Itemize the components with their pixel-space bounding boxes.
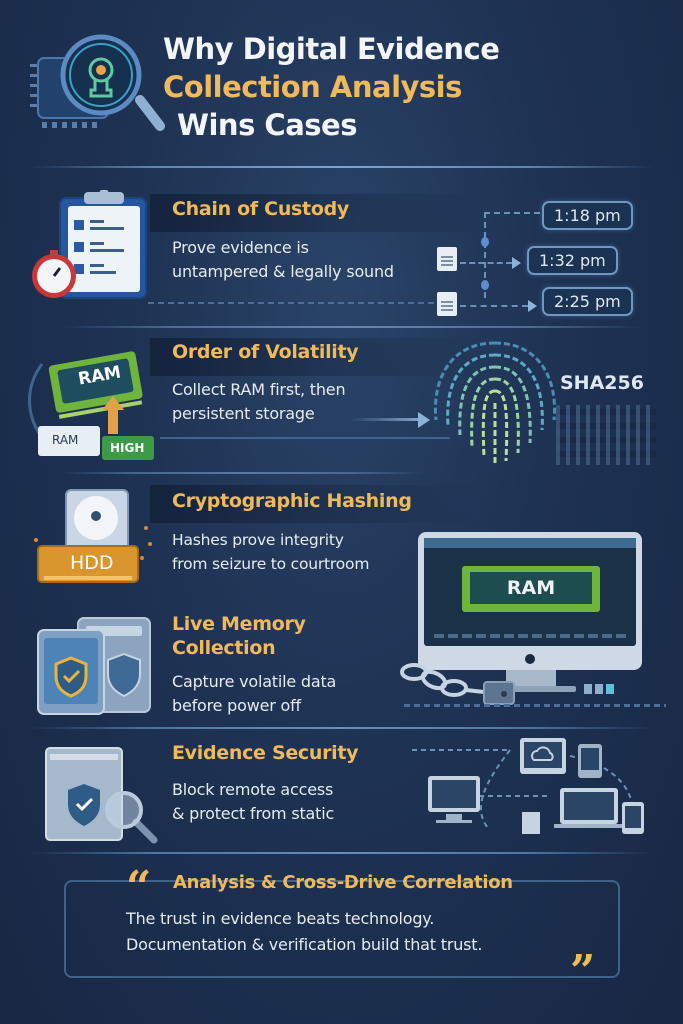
section-title: Chain of Custody <box>172 198 349 220</box>
hdd-label: HDD <box>70 552 114 574</box>
section-title: Live Memory Collection <box>172 613 306 659</box>
clipboard-stopwatch-icon <box>28 189 158 302</box>
divider-line <box>160 437 450 439</box>
monitor-icon: RAM <box>418 532 642 670</box>
section-description: Prove evidence is untampered & legally s… <box>172 238 394 281</box>
evidence-bag-magnifier-icon <box>40 744 166 844</box>
section-description: Hashes prove integrity from seizure to c… <box>172 531 370 573</box>
timeline-dot <box>481 280 489 290</box>
divider <box>30 727 653 729</box>
timestamp-3: 2:25 pm <box>542 287 633 316</box>
divider <box>60 472 423 474</box>
chain-lock-icon <box>400 658 520 708</box>
shield-devices-icon <box>34 616 154 716</box>
monitor-stand <box>506 670 556 688</box>
divider <box>30 852 653 854</box>
section-title: Order of Volatility <box>172 341 359 363</box>
divider <box>60 326 643 328</box>
document-icon <box>437 292 457 316</box>
section-description: Collect RAM first, then persistent stora… <box>172 380 346 423</box>
quote-title: Analysis & Cross-Drive Correlation <box>173 872 513 893</box>
close-quote-icon: ” <box>570 946 596 997</box>
network-devices-icon <box>410 736 660 836</box>
timeline-baseline <box>148 302 434 304</box>
arrow-icon <box>528 300 537 312</box>
quote-text: The trust in evidence beats technology. … <box>126 909 483 954</box>
title-band <box>150 338 480 376</box>
section-title: Evidence Security <box>172 742 359 764</box>
monitor-ram-label: RAM <box>506 577 556 599</box>
divider <box>30 166 653 168</box>
title-band <box>150 194 480 232</box>
arrow-icon <box>418 412 430 428</box>
timestamp-1: 1:18 pm <box>542 201 633 230</box>
power-button <box>525 654 535 664</box>
title-line-2: Collection Analysis <box>163 70 462 104</box>
status-indicators <box>584 684 614 694</box>
open-quote-icon: “ <box>126 862 152 913</box>
title-line-1: Why Digital Evidence <box>163 32 500 66</box>
hash-digits-pattern <box>556 405 656 465</box>
title-line-3: Wins Cases <box>177 108 357 142</box>
timestamp-2: 1:32 pm <box>527 246 618 275</box>
timeline-dot <box>481 237 489 247</box>
fingerprint-icon <box>430 335 560 485</box>
quote-frame <box>64 880 620 978</box>
ram-small-label: RAM <box>52 433 79 447</box>
hash-label: SHA256 <box>560 372 644 394</box>
section-description: Block remote access & protect from stati… <box>172 780 335 823</box>
dotted-rail <box>404 704 666 707</box>
monitor-base <box>486 686 576 692</box>
flow-arrow <box>350 418 420 421</box>
ram-module: RAM <box>462 566 600 612</box>
hard-drive-icon: HDD <box>30 488 160 588</box>
ram-chip-priority-icon: RAM RAM HIGH <box>26 344 166 464</box>
magnifier-chip-icon <box>28 28 168 138</box>
section-title: Cryptographic Hashing <box>172 490 412 512</box>
section-description: Capture volatile data before power off <box>172 672 337 715</box>
title-band <box>150 485 480 523</box>
priority-high-label: HIGH <box>110 441 145 455</box>
arrow-icon <box>512 257 521 269</box>
page-title: Why Digital Evidence Collection Analysis… <box>163 30 500 144</box>
document-icon <box>437 247 457 271</box>
